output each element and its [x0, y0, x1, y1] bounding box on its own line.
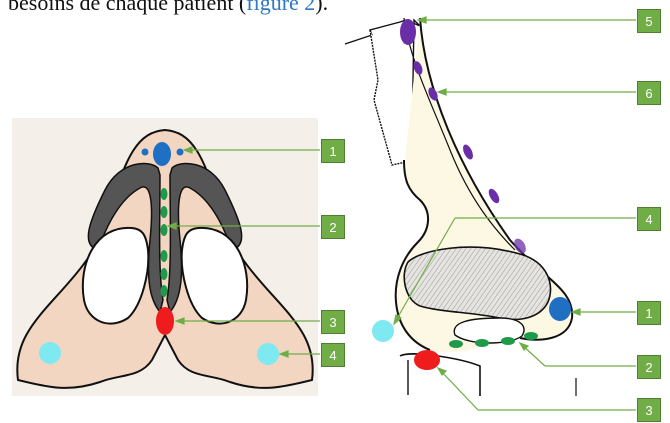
frontal-point-4-left	[39, 342, 61, 364]
lateral-point-3	[414, 350, 440, 370]
frontal-point-1	[153, 142, 171, 166]
lateral-point-6c	[461, 143, 475, 161]
frontal-point-2b	[161, 206, 168, 218]
lateral-point-2a	[449, 340, 463, 348]
lateral-point-2c	[501, 337, 515, 345]
lateral-label-2: 2	[637, 355, 661, 379]
lateral-point-2d	[524, 332, 538, 340]
lateral-label-6: 6	[637, 81, 661, 105]
lateral-label-4: 4	[637, 207, 661, 231]
lateral-label-5: 5	[637, 9, 661, 33]
frontal-view	[12, 118, 320, 396]
frontal-label-1: 1	[321, 139, 345, 163]
frontal-point-3	[156, 307, 174, 335]
frontal-label-3: 3	[321, 310, 345, 334]
lateral-point-1	[549, 297, 571, 321]
frontal-point-4-right	[257, 343, 279, 365]
upper-lip-line	[400, 354, 480, 396]
lateral-point-6d	[487, 187, 502, 205]
frontal-point-2d	[161, 250, 168, 262]
frontal-point-2f	[161, 285, 168, 297]
lateral-point-5	[400, 19, 416, 45]
frontal-point-1-left-dot	[142, 149, 149, 156]
frontal-label-2: 2	[321, 215, 345, 239]
lateral-point-2b	[475, 339, 489, 347]
frontal-point-2c	[161, 224, 168, 236]
lateral-label-3: 3	[637, 398, 661, 422]
lateral-view	[345, 17, 636, 410]
frontal-label-4: 4	[321, 343, 345, 367]
lateral-point-4	[372, 320, 394, 342]
frontal-point-1-right-dot	[177, 149, 184, 156]
frontal-point-2a	[161, 188, 168, 200]
frontal-point-2e	[161, 268, 168, 280]
lateral-label-1: 1	[637, 301, 661, 325]
